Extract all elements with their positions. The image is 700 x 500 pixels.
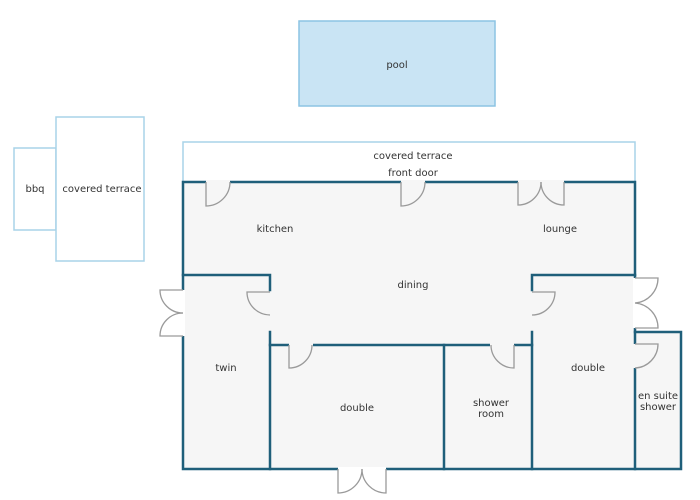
side-covered-terrace-label: covered terrace: [62, 184, 141, 195]
dining-label: dining: [398, 280, 429, 291]
bbq-label: bbq: [25, 184, 44, 195]
bottom-door-right: [361, 468, 387, 494]
twin-door: [246, 291, 271, 316]
bbq-area: [13, 147, 57, 231]
lounge-door-right: [540, 181, 565, 206]
double-right-label: double: [571, 363, 605, 374]
twin-outside-door-bottom: [159, 312, 184, 337]
lounge-door-left: [517, 181, 542, 206]
double-bottom-label: double: [340, 403, 374, 414]
bottom-door-left: [337, 468, 363, 494]
pool-label: pool: [386, 60, 407, 71]
shower-room-label-line1: shower: [473, 398, 510, 409]
front-covered-terrace-label: covered terrace: [373, 151, 452, 162]
doors: [159, 181, 659, 494]
kitchen-door: [205, 181, 231, 207]
labels: pool bbq covered terrace covered terrace…: [25, 60, 678, 420]
right-outside-door-bottom: [634, 302, 659, 329]
pool: [298, 20, 496, 107]
double-right-top-wall: [530, 273, 637, 292]
double-bottom-door: [288, 344, 313, 369]
front-door-label: front door: [388, 168, 439, 179]
en-suite-label-line2: shower: [640, 402, 677, 413]
en-suite-door: [634, 343, 659, 369]
twin-label: twin: [215, 363, 236, 374]
lounge-label: lounge: [543, 224, 577, 235]
right-outside-door-top: [634, 277, 659, 304]
double-right-door: [531, 291, 556, 316]
twin-outside-door-top: [159, 289, 184, 314]
kitchen-label: kitchen: [257, 224, 294, 235]
en-suite-label-line1: en suite: [638, 391, 678, 402]
shower-room-door: [490, 344, 515, 369]
house-floor: [183, 182, 681, 469]
shower-room-label-line2: room: [478, 409, 504, 420]
twin-top-wall: [181, 273, 272, 292]
side-covered-terrace: [55, 116, 145, 262]
front-door-swing: [400, 181, 426, 207]
front-covered-terrace: [182, 141, 636, 183]
